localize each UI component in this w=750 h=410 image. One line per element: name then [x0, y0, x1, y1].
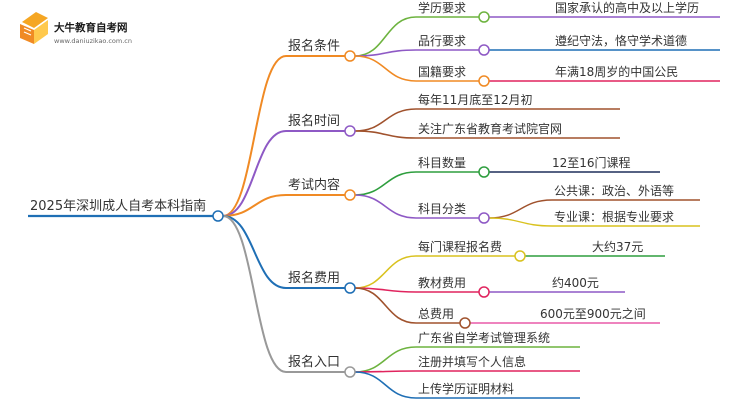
book-logo-icon — [20, 12, 48, 44]
branch-edge — [222, 130, 287, 217]
child-edge — [354, 346, 417, 373]
child-label: 品行要求 — [418, 34, 466, 48]
child-node[interactable] — [478, 75, 490, 87]
branch-node[interactable] — [344, 366, 356, 378]
detail-label: 年满18周岁的中国公民 — [555, 64, 678, 79]
child-label: 上传学历证明材料 — [418, 381, 514, 396]
branch-label: 报名入口 — [288, 354, 340, 370]
branch-node[interactable] — [344, 189, 356, 201]
branch-edge — [222, 55, 287, 217]
child-label: 国籍要求 — [418, 64, 466, 79]
logo-title: 大牛教育自考网 — [54, 21, 128, 34]
child-node[interactable] — [459, 317, 471, 329]
child-label: 广东省自学考试管理系统 — [418, 330, 550, 345]
detail-label: 国家承认的高中及以上学历 — [555, 0, 699, 15]
branch-edge — [222, 215, 287, 289]
branch-label: 报名条件 — [288, 38, 340, 54]
child-node[interactable] — [478, 212, 490, 224]
child-edge — [354, 171, 417, 196]
child-label: 科目数量 — [418, 155, 466, 170]
root-label: 2025年深圳成人自考本科指南 — [30, 198, 206, 214]
child-label: 每年11月底至12月初 — [418, 92, 533, 107]
branch-node[interactable] — [344, 125, 356, 137]
branch-label: 报名时间 — [288, 113, 340, 129]
detail-label: 遵纪守法，恪守学术道德 — [555, 33, 687, 48]
child-label: 科目分类 — [418, 202, 466, 216]
child-label: 总费用 — [418, 307, 454, 321]
root-node[interactable] — [212, 210, 224, 222]
child-node[interactable] — [478, 286, 490, 298]
child-label: 教材费用 — [418, 275, 466, 290]
branch-label: 考试内容 — [288, 177, 340, 193]
child-node[interactable] — [514, 250, 526, 262]
sub-edge — [488, 199, 553, 219]
detail-label: 12至16门课程 — [552, 155, 631, 170]
child-node[interactable] — [478, 11, 490, 23]
branch-edge — [222, 215, 287, 373]
child-edge — [354, 16, 417, 57]
detail-label: 大约37元 — [592, 239, 643, 254]
child-edge — [354, 194, 417, 219]
branch-node[interactable] — [344, 282, 356, 294]
site-logo[interactable]: 大牛教育自考网 www.daniuzikao.com.cn — [20, 12, 132, 45]
branch-edge — [222, 194, 287, 217]
sub-edge — [488, 217, 553, 227]
logo-url: www.daniuzikao.com.cn — [54, 37, 132, 45]
branch-node[interactable] — [344, 50, 356, 62]
child-label: 注册并填写个人信息 — [418, 354, 526, 369]
child-label: 关注广东省教育考试院官网 — [418, 121, 562, 136]
detail-label: 约400元 — [552, 275, 599, 290]
child-edge — [354, 287, 417, 324]
child-label: 学历要求 — [418, 0, 466, 15]
child-edge — [354, 130, 417, 139]
mindmap-edges — [28, 16, 720, 399]
child-edge — [354, 371, 417, 399]
child-edge — [354, 49, 417, 57]
branch-label: 报名费用 — [288, 270, 340, 286]
child-edge — [354, 55, 417, 82]
child-node[interactable] — [478, 44, 490, 56]
child-label: 每门课程报名费 — [418, 239, 502, 254]
detail-label: 600元至900元之间 — [540, 307, 646, 321]
child-node[interactable] — [478, 166, 490, 178]
child-edge — [354, 108, 417, 132]
sub-label: 专业课：根据专业要求 — [554, 209, 674, 224]
child-edge — [354, 255, 417, 289]
sub-label: 公共课：政治、外语等 — [554, 184, 674, 198]
